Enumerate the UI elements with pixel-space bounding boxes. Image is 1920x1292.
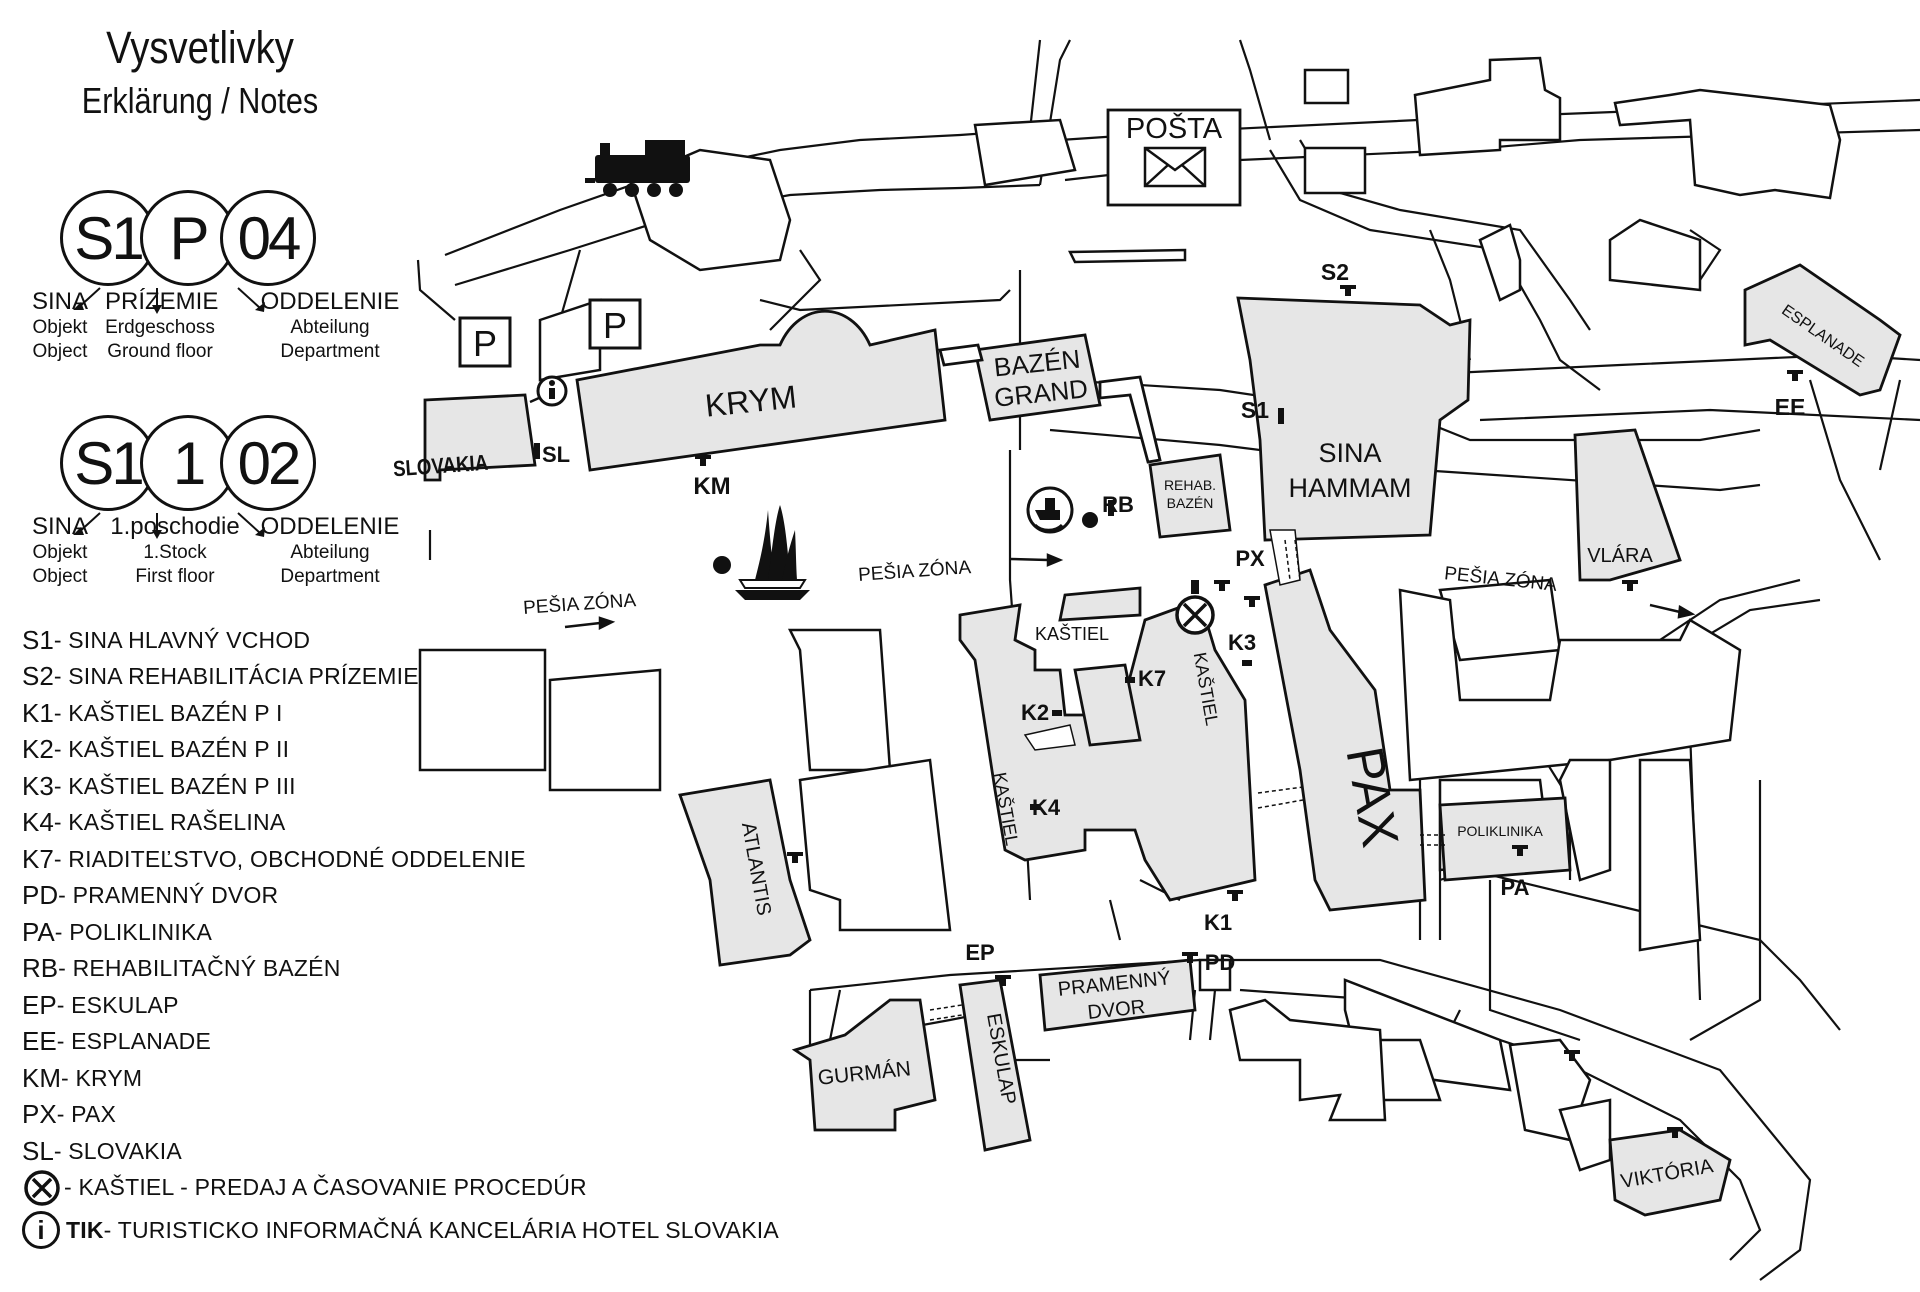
pramenny-label-2: DVOR <box>1086 996 1146 1024</box>
abbreviation-row: K2 - KAŠTIEL BAZÉN P II <box>22 734 290 765</box>
marker-sl: SL <box>542 442 570 467</box>
poliklinika-building <box>1438 796 1572 882</box>
tik-row: i TIK - TURISTICKO INFORMAČNÁ KANCELÁRIA… <box>22 1211 779 1250</box>
entrance-markers <box>534 285 1803 1138</box>
rehab-label-2: BAZÉN <box>1167 495 1214 511</box>
marker-pd: PD <box>1205 950 1236 975</box>
sina-hammam-building <box>1236 296 1472 542</box>
abbreviation-row: K4 - KAŠTIEL RAŠELINA <box>22 807 286 838</box>
object-code-circle: S1 <box>60 190 156 286</box>
kastiel-note-row: - KAŠTIEL - PREDAJ A ČASOVANIE PROCEDÚR <box>22 1170 779 1207</box>
abbreviation-row: S1 - SINA HLAVNÝ VCHOD <box>22 624 311 655</box>
object-code-circle: S1 <box>60 415 156 511</box>
parking-label-2: P <box>603 305 627 346</box>
gurman-building <box>791 998 937 1132</box>
parking-signs <box>458 298 642 368</box>
faucet-icon <box>1026 486 1098 534</box>
marker-k3: K3 <box>1228 630 1256 655</box>
abbreviation-row: PA - POLIKLINIKA <box>22 916 213 947</box>
marker-k4: K4 <box>1032 795 1061 820</box>
legend-col-object: SINA Objekt Object <box>31 513 88 587</box>
abbreviation-row: S2 - SINA REHABILITÁCIA PRÍZEMIE <box>22 661 419 692</box>
legend-col-department: ODDELENIE Abteilung Department <box>260 513 400 587</box>
code-pointer-arrows <box>73 512 265 539</box>
slovakia-building <box>423 393 537 482</box>
marker-px: PX <box>1235 546 1265 571</box>
legend-col-object: SINA Objekt Object <box>31 288 88 362</box>
abbreviation-row: KM - KRYM <box>22 1062 143 1093</box>
atlantis-building <box>678 778 812 967</box>
city-blocks <box>418 56 1842 1172</box>
kastiel-label-a: KAŠTIEL <box>1035 623 1109 644</box>
krym-building <box>575 310 947 472</box>
kastiel-sales-symbol-icon <box>24 1170 60 1206</box>
legend-title: Vysvetlivky <box>106 22 294 73</box>
department-code-circle: 04 <box>220 190 316 286</box>
esplanade-building <box>1743 263 1902 397</box>
pramenny-dvor-building <box>1038 958 1197 1032</box>
abbreviation-row: RB - REHABILITAČNÝ BAZÉN <box>22 953 341 984</box>
bazen-grand-building <box>973 333 1102 422</box>
rehab-label-1: REHAB. <box>1164 477 1216 493</box>
tik-description: - TURISTICKO INFORMAČNÁ KANCELÁRIA HOTEL… <box>103 1216 779 1243</box>
sina-label-2: HAMMAM <box>1289 473 1412 503</box>
parking-sign-2 <box>588 298 642 350</box>
info-icon <box>529 375 568 407</box>
legend-panel: Vysvetlivky Erklärung / Notes S1 P 04 SI… <box>0 0 860 1292</box>
zone-arrows <box>564 553 1696 631</box>
train-icon <box>585 140 690 197</box>
abbreviation-row: EP - ESKULAP <box>22 989 179 1020</box>
marker-s2: S2 <box>1321 259 1349 285</box>
kastiel-sales-symbol-icon <box>1175 580 1215 635</box>
legend-col-floor: PRÍZEMIE Erdgeschoss Ground floor <box>105 288 219 362</box>
abbreviation-row: K1 - KAŠTIEL BAZÉN P I <box>22 697 283 728</box>
marker-k7: K7 <box>1138 666 1166 691</box>
abbreviation-row: SL - SLOVAKIA <box>22 1135 182 1166</box>
eskulap-building <box>958 978 1032 1152</box>
fountain-icon <box>713 505 810 600</box>
legend-col-floor: 1.poschodie 1.Stock First floor <box>110 513 240 587</box>
abbreviation-row: K7 - RIADITEĽSTVO, OBCHODNÉ ODDELENIE <box>22 843 526 874</box>
poliklinika-label: POLIKLINIKA <box>1457 823 1543 839</box>
named-buildings <box>423 108 1902 1217</box>
pax-building <box>1263 568 1427 912</box>
marker-k2: K2 <box>1021 700 1049 725</box>
marker-k1: K1 <box>1204 910 1232 935</box>
marker-rb: RB <box>1102 492 1134 517</box>
department-code-circle: 02 <box>220 415 316 511</box>
marker-km: KM <box>693 473 730 500</box>
vlara-label: VLÁRA <box>1587 544 1653 567</box>
parking-label-1: P <box>473 323 497 364</box>
marker-ee: EE <box>1775 394 1806 420</box>
code-example-first-floor: S1 1 02 SINA Objekt Object 1.poschodie 1… <box>20 415 440 635</box>
mail-envelope-icon <box>1143 146 1207 188</box>
abbreviation-row: PD - PRAMENNÝ DVOR <box>22 880 279 911</box>
pedestrian-zone-label-2: PEŠIA ZÓNA <box>857 556 972 586</box>
marker-pa: PA <box>1501 875 1530 900</box>
legend-subtitle: Erklärung / Notes <box>81 80 319 121</box>
rehab-bazen-building <box>1148 453 1232 539</box>
abbreviation-row: PX - PAX <box>22 1099 117 1130</box>
parking-sign-1 <box>458 316 512 368</box>
covered-walkways <box>929 539 1445 1021</box>
vlara-building <box>1573 428 1682 582</box>
legend-col-department: ODDELENIE Abteilung Department <box>260 288 400 362</box>
posta-label: POŠTA <box>1126 111 1223 145</box>
abbreviation-row: K3 - KAŠTIEL BAZÉN P III <box>22 770 296 801</box>
marker-ep: EP <box>965 940 994 965</box>
sina-label-1: SINA <box>1318 438 1381 468</box>
abbreviation-list: S1 - SINA HLAVNÝ VCHOD S2 - SINA REHABIL… <box>22 622 779 1250</box>
abbreviation-row: EE - ESPLANADE <box>22 1026 211 1057</box>
code-example-ground-floor: S1 P 04 SINA Objekt Object PRÍZEMIE Erdg… <box>20 190 440 410</box>
tik-code: TIK <box>66 1216 104 1243</box>
kastiel-building <box>958 598 1257 902</box>
code-pointer-arrows <box>73 287 265 314</box>
info-icon: i <box>22 1211 60 1250</box>
marker-s1: S1 <box>1241 397 1269 423</box>
